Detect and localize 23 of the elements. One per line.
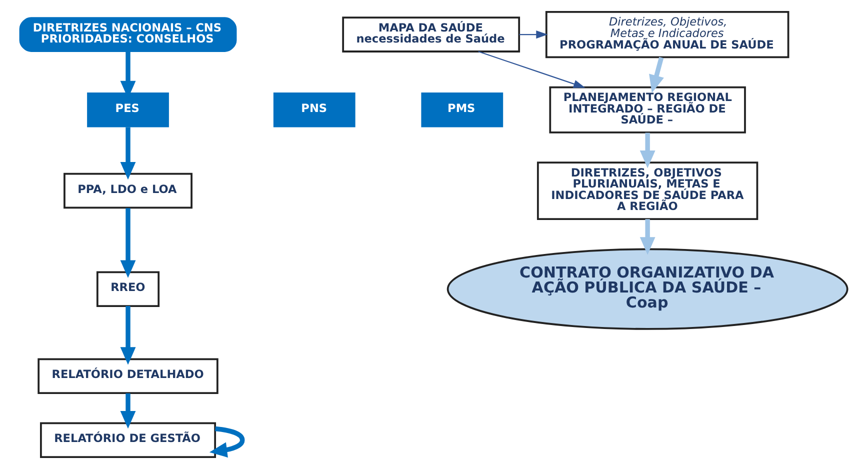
arrow [120, 208, 136, 278]
arrow [209, 426, 245, 458]
node-box: Diretrizes, Objetivos, Metas e Indicadores PROGRAMAÇÃO ANUAL DE SAÚDE [545, 11, 790, 58]
arrow [649, 56, 664, 93]
node-box: RELATÓRIO DE GESTÃO [40, 422, 216, 458]
node-box: PNS [273, 92, 356, 128]
arrow [120, 306, 136, 365]
arrow [478, 50, 586, 88]
node-box: DIRETRIZES NACIONAIS – CNS PRIORIDADES: CONSELHOS [19, 17, 237, 52]
node-ellipse: CONTRATO ORGANIZATIVO DA AÇÃO PÚBLICA DA SAÚDE – Coap [446, 248, 848, 330]
node-box: PMS [421, 92, 504, 128]
arrow [640, 219, 656, 255]
node-box: PLANEJAMENTO REGIONAL INTEGRADO – REGIÃO DE SAÚDE – [549, 86, 746, 134]
node-box: RREO [96, 271, 160, 307]
arrow [640, 132, 656, 168]
arrow [120, 393, 136, 429]
node-box: DIRETRIZES, OBJETIVOS PLURIANUAIS, METAS E INDICADORES DE SAÚDE PARA A REGIÃO [536, 162, 758, 220]
node-box: RELATÓRIO DETALHADO [38, 358, 218, 394]
node-box: MAPA DA SAÚDE necessidades de Saúde [342, 16, 520, 52]
node-box: PPA, LDO e LOA [64, 172, 192, 209]
arrow [519, 30, 548, 39]
node-box: PES [87, 92, 169, 128]
arrow [120, 127, 136, 180]
